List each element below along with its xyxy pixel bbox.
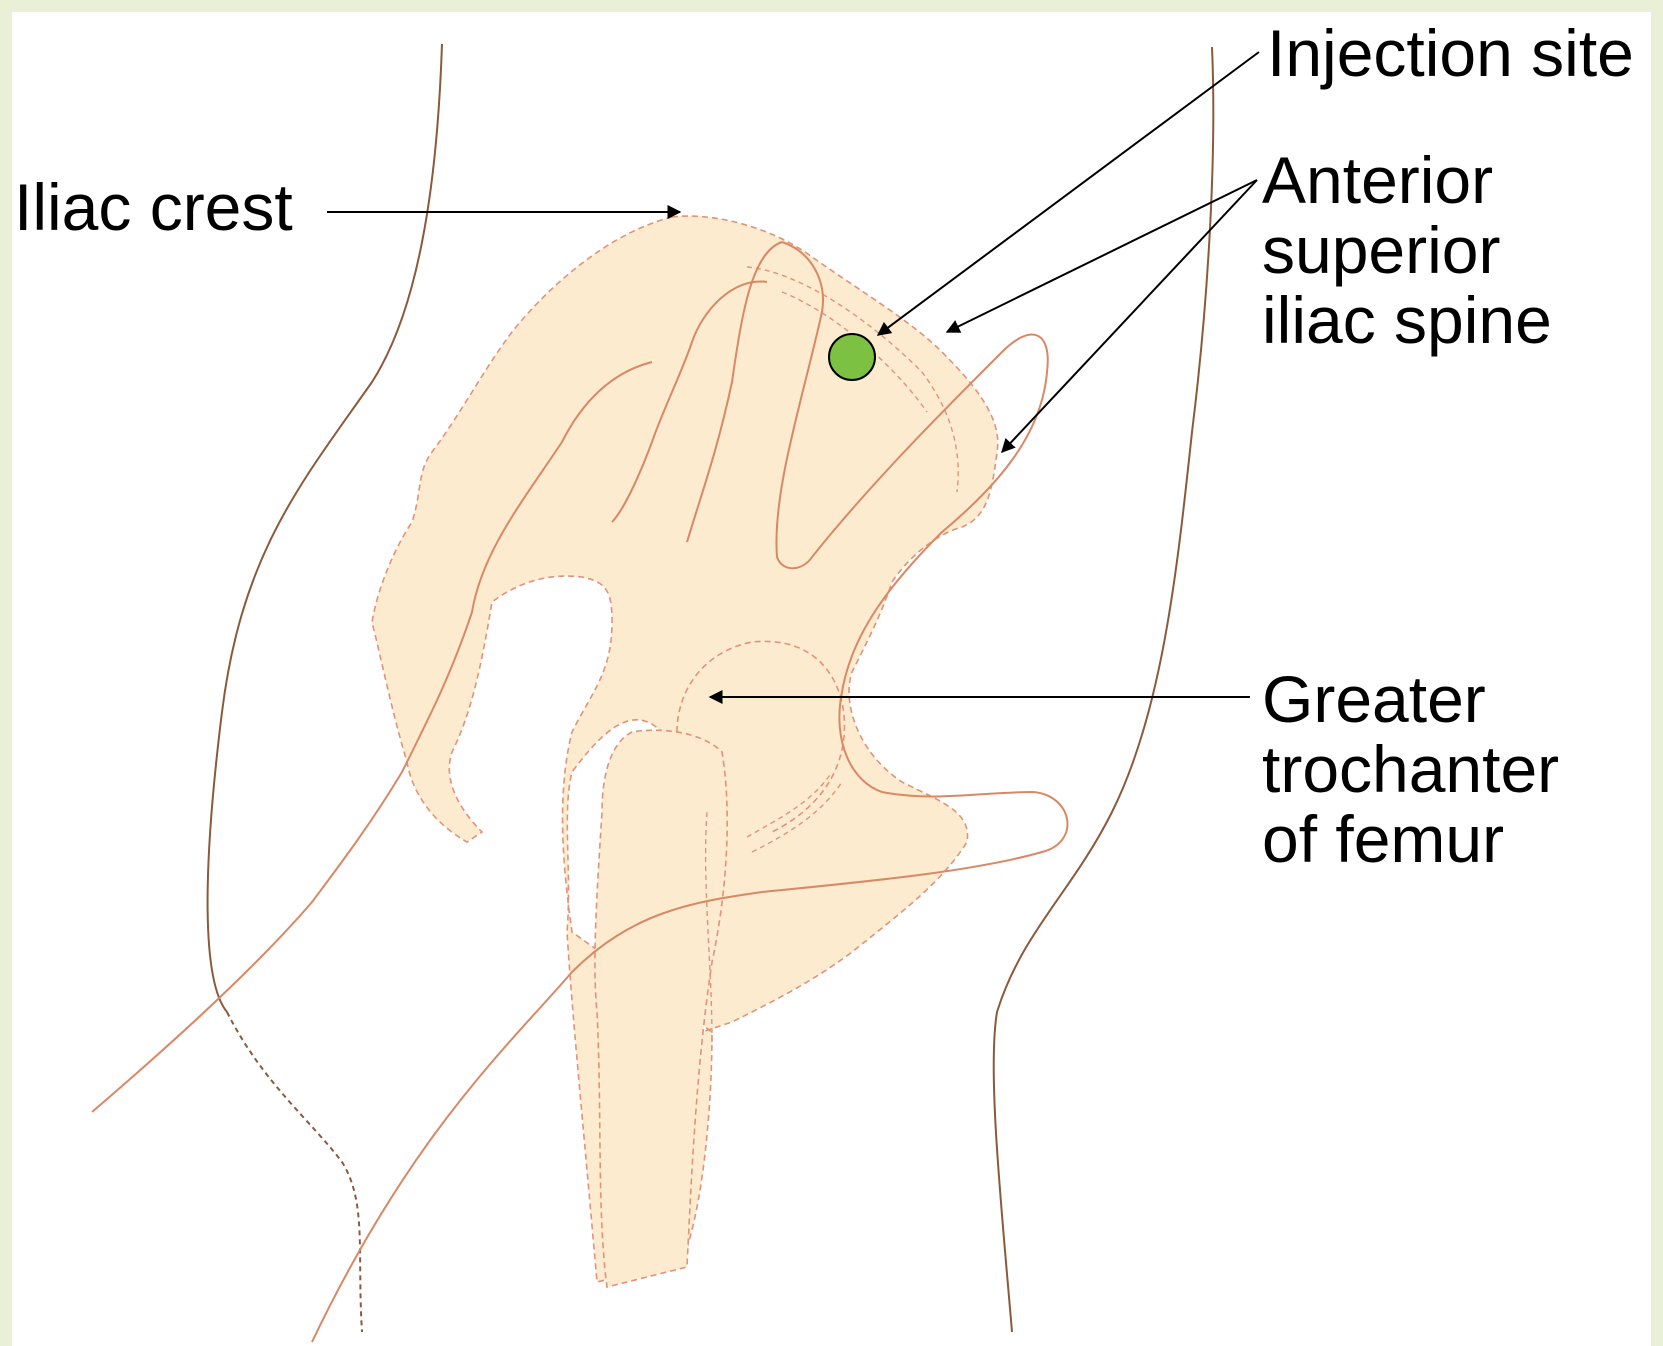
- label-injection-site: Injection site: [1267, 18, 1634, 88]
- label-anterior-superior-iliac-spine: Anterior superior iliac spine: [1262, 145, 1552, 355]
- diagram-frame: Iliac crest Injection site Anterior supe…: [12, 12, 1651, 1346]
- arrow-asis-2: [1002, 180, 1257, 452]
- label-gt-line-1: Greater: [1262, 664, 1559, 734]
- label-gt-line-3: of femur: [1262, 804, 1559, 874]
- label-gt-line-2: trochanter: [1262, 734, 1559, 804]
- arrow-asis-1: [947, 180, 1257, 332]
- label-asis-line-2: superior: [1262, 215, 1552, 285]
- arrow-injection-site: [878, 52, 1259, 335]
- body-outline-right: [994, 47, 1214, 1332]
- injection-site-marker: [829, 334, 875, 380]
- label-asis-line-3: iliac spine: [1262, 285, 1552, 355]
- label-iliac-crest: Iliac crest: [14, 172, 293, 242]
- label-asis-line-1: Anterior: [1262, 145, 1552, 215]
- label-greater-trochanter: Greater trochanter of femur: [1262, 664, 1559, 874]
